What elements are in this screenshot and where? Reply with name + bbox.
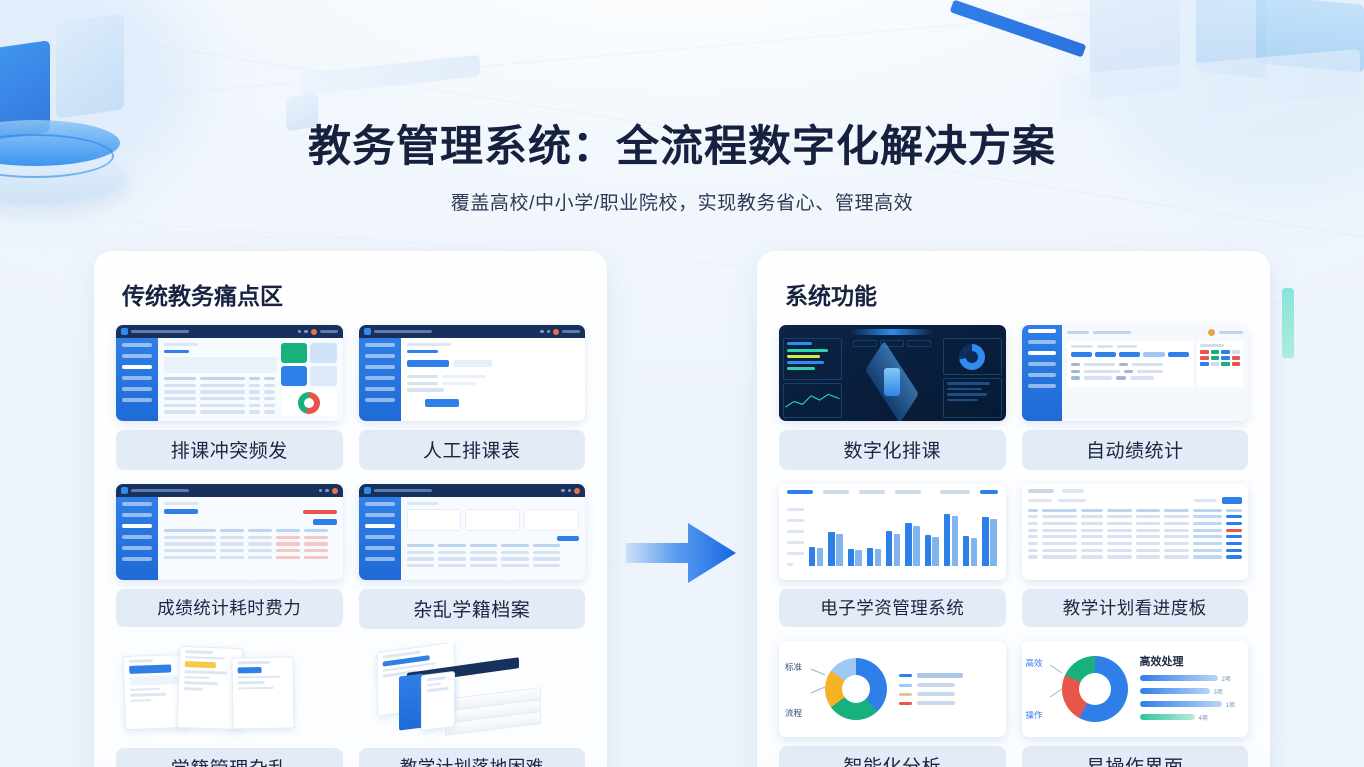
decor-accent-teal <box>1282 288 1294 358</box>
transition-arrow-wrap <box>607 519 757 587</box>
pain-points-grid: 排课冲突频发 <box>116 325 585 767</box>
system-features-grid: 数字化排课 <box>779 325 1248 767</box>
card-pain-label-5: 教学计划落地困难 <box>358 748 585 767</box>
card-feature-label-4: 智能化分析 <box>779 746 1006 767</box>
efficiency-bar-fill <box>1139 675 1218 681</box>
card-pain-label-1: 人工排课表 <box>358 430 585 470</box>
page-header: 教务管理系统：全流程数字化解决方案 覆盖高校/中小学/职业院校，实现教务省心、管… <box>0 0 1364 215</box>
donut-ring-efficiency <box>1061 656 1128 722</box>
mock-form-page <box>358 325 585 421</box>
efficiency-bar-row: 3项 <box>1139 687 1235 696</box>
mock-bar-chart <box>779 484 1006 580</box>
card-feature-2[interactable]: 电子学资管理系统 <box>779 484 1006 627</box>
bar-group <box>809 508 824 566</box>
bar-group <box>982 508 997 566</box>
mock-light-admin <box>1021 325 1248 421</box>
donut-chart-analysis: 标准 流程 <box>779 641 1006 737</box>
card-pain-0[interactable]: 排课冲突频发 <box>116 325 343 470</box>
efficiency-bar-value: 2项 <box>1221 676 1231 683</box>
efficiency-bar-fill <box>1139 688 1210 694</box>
mock-dark-bi-dashboard <box>779 325 1006 421</box>
donut-annotation-operate: 操作 <box>1025 710 1043 720</box>
efficiency-bar-fill <box>1139 714 1195 720</box>
efficiency-bar-value: 4项 <box>1198 715 1208 722</box>
efficiency-bar-row: 4项 <box>1139 713 1235 722</box>
donut-annotation-flow: 流程 <box>785 708 803 718</box>
comparison-stage: 传统教务痛点区 <box>0 251 1364 767</box>
mock-paper-stack <box>359 643 586 739</box>
bar-group <box>847 508 862 566</box>
mock-data-grid <box>1021 484 1248 580</box>
card-feature-3[interactable]: 教学计划看进度板 <box>1021 484 1248 627</box>
card-feature-label-2: 电子学资管理系统 <box>779 589 1006 627</box>
donut-leader-lines-2 <box>1049 664 1062 698</box>
bar-group <box>943 508 958 566</box>
donut-ring-analysis <box>825 658 887 720</box>
card-feature-label-0: 数字化排课 <box>779 430 1006 470</box>
donut-annotation-high: 高效 <box>1025 658 1043 668</box>
mock-paper-scatter <box>116 643 343 739</box>
arrow-right-icon <box>626 522 736 583</box>
card-feature-1[interactable]: 自动绩统计 <box>1021 325 1248 470</box>
card-pain-label-0: 排课冲突频发 <box>116 430 343 470</box>
card-pain-label-4: 学籍管理杂乱 <box>116 748 343 767</box>
bar-group <box>828 508 843 566</box>
efficiency-bar-value: 3项 <box>1213 689 1223 696</box>
panel-pain-points: 传统教务痛点区 <box>94 251 607 767</box>
card-feature-0[interactable]: 数字化排课 <box>779 325 1006 470</box>
mock-dashboard-table <box>116 325 343 421</box>
donut-annotation-standard: 标准 <box>785 662 803 672</box>
efficiency-bar-row: 1项 <box>1139 700 1235 709</box>
page-subtitle: 覆盖高校/中小学/职业院校，实现教务省心、管理高效 <box>450 193 914 214</box>
card-feature-label-3: 教学计划看进度板 <box>1021 589 1248 627</box>
donut-leader-lines <box>810 668 826 694</box>
bar-group <box>886 508 901 566</box>
card-pain-4[interactable]: 学籍管理杂乱 <box>116 643 343 767</box>
donut-legend-analysis <box>899 673 963 705</box>
mock-grade-table <box>116 484 343 580</box>
card-feature-4[interactable]: 标准 流程 <box>779 641 1006 767</box>
card-feature-label-1: 自动绩统计 <box>1021 430 1248 470</box>
card-pain-2[interactable]: 成绩统计耗时费力 <box>116 484 343 629</box>
efficiency-bar-value: 1项 <box>1225 702 1235 709</box>
bar-chart <box>779 484 1006 580</box>
efficiency-title: 高效处理 <box>1139 655 1184 668</box>
panel-title-pain-points: 传统教务痛点区 <box>122 283 283 309</box>
mock-records-table <box>358 484 585 580</box>
panel-title-system-features: 系统功能 <box>785 283 877 309</box>
card-pain-5[interactable]: 教学计划落地困难 <box>358 643 586 767</box>
card-pain-label-3: 杂乱学籍档案 <box>358 589 585 629</box>
bar-group <box>905 508 920 566</box>
card-pain-3[interactable]: 杂乱学籍档案 <box>358 484 585 629</box>
efficiency-bar-row: 2项 <box>1139 674 1235 683</box>
page-title: 教务管理系统：全流程数字化解决方案 <box>308 123 1056 171</box>
efficiency-bar-fill <box>1139 701 1222 707</box>
bar-group <box>924 508 939 566</box>
card-pain-label-2: 成绩统计耗时费力 <box>116 589 343 627</box>
card-feature-label-5: 易操作界面 <box>1021 746 1248 767</box>
bar-group <box>866 508 881 566</box>
panel-system-features: 系统功能 <box>757 251 1270 767</box>
card-pain-1[interactable]: 人工排课表 <box>358 325 585 470</box>
decor-cylinder-outline <box>0 134 114 178</box>
bar-group <box>963 508 978 566</box>
mock-donut-legend: 标准 流程 <box>779 641 1006 737</box>
